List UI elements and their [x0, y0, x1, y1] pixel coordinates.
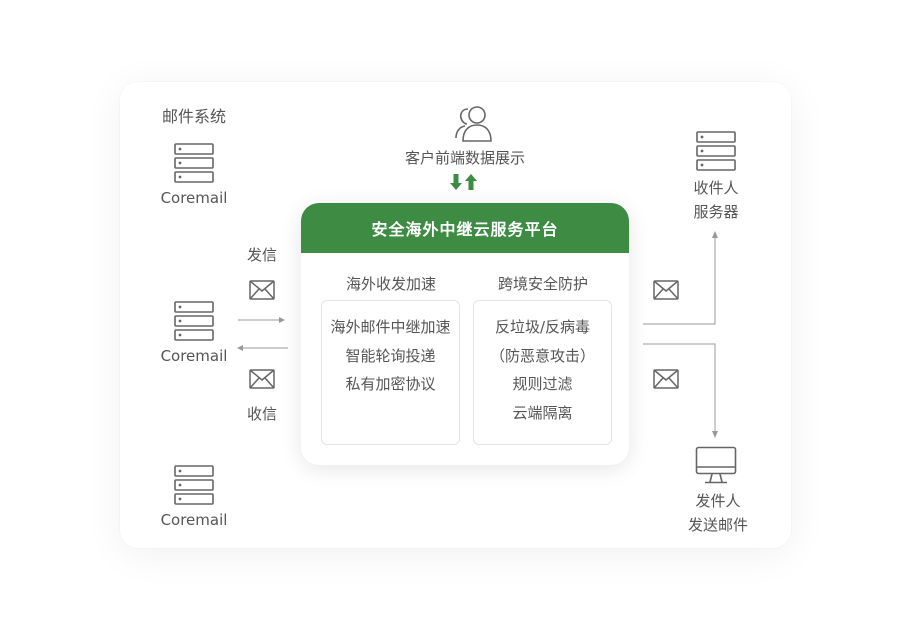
list-item: 私有加密协议 — [345, 375, 436, 393]
right-connectors — [643, 231, 718, 438]
send-receive-arrows — [237, 317, 288, 351]
list-item: 智能轮询投递 — [345, 346, 436, 365]
recipient-server-line2: 服务器 — [693, 203, 739, 221]
platform-box: 安全海外中继云服务平台 海外收发加速 跨境安全防护 海外邮件中继加速 智能轮询投… — [301, 203, 629, 465]
receive-label: 收信 — [246, 405, 278, 423]
coremail-label-middle: Coremail — [160, 347, 228, 365]
list-item: 反垃圾/反病毒 — [494, 318, 591, 336]
coremail-label-bottom: Coremail — [160, 511, 228, 529]
server-icon — [696, 131, 736, 171]
list-item: 规则过滤 — [512, 375, 573, 393]
recipient-server-line1: 收件人 — [693, 179, 739, 197]
col1-box: 海外邮件中继加速 智能轮询投递 私有加密协议 — [321, 300, 460, 445]
client-label: 客户前端数据展示 — [404, 149, 526, 167]
mail-icon — [249, 369, 275, 389]
sender-line1: 发件人 — [695, 492, 741, 510]
list-item: 云端隔离 — [512, 403, 573, 422]
sender-line2: 发送邮件 — [687, 516, 749, 534]
list-item: （防恶意攻击） — [489, 346, 595, 365]
server-icon — [174, 301, 214, 341]
mail-icon — [653, 280, 679, 300]
server-icon — [174, 465, 214, 505]
server-icon — [174, 143, 214, 183]
coremail-label-top: Coremail — [160, 189, 228, 207]
col1-title: 海外收发加速 — [345, 275, 437, 293]
monitor-icon — [695, 446, 737, 484]
mail-icon — [249, 280, 275, 300]
mail-system-title: 邮件系统 — [161, 107, 227, 126]
send-label: 发信 — [246, 246, 278, 264]
col2-box: 反垃圾/反病毒 （防恶意攻击） 规则过滤 云端隔离 — [473, 300, 612, 445]
users-icon — [453, 104, 495, 142]
mail-icon — [653, 369, 679, 389]
platform-title: 安全海外中继云服务平台 — [301, 203, 629, 253]
list-item: 海外邮件中继加速 — [330, 318, 451, 336]
col2-title: 跨境安全防护 — [497, 275, 589, 293]
sync-arrows-icon — [450, 174, 477, 190]
